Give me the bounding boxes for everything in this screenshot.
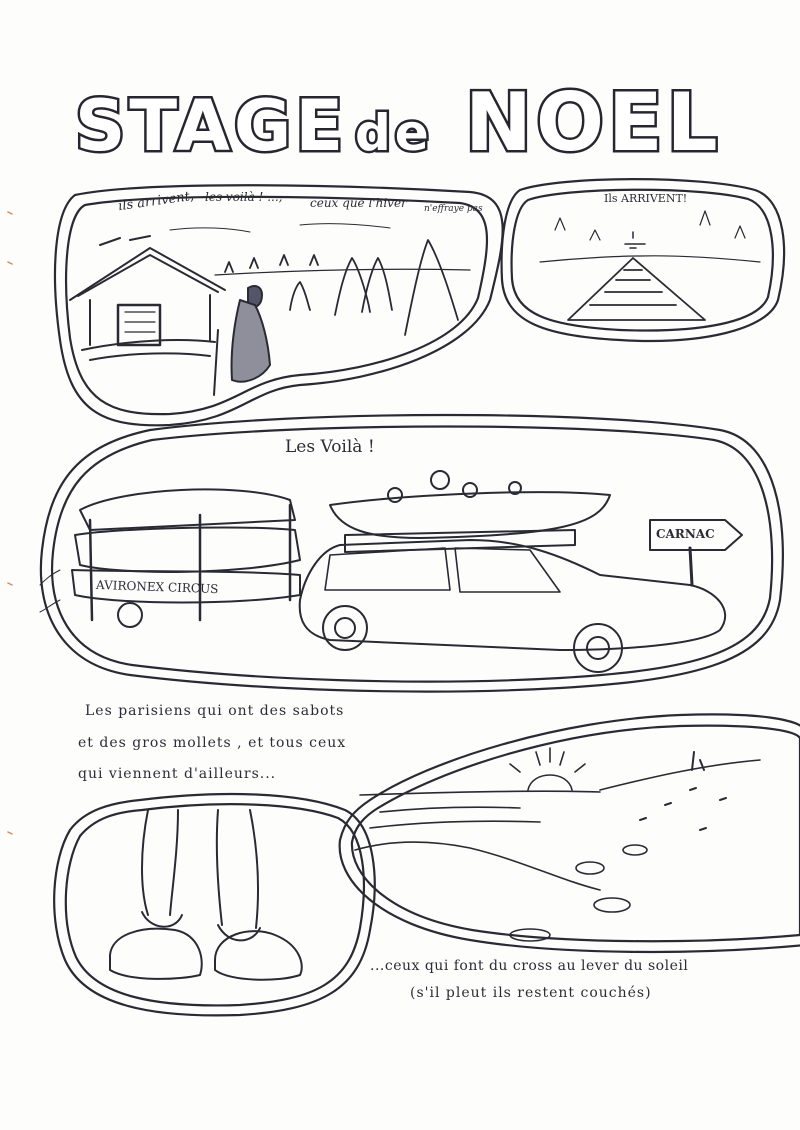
chalet-drawing xyxy=(69,235,226,361)
bottom-caption-line-1: ...ceux qui font du cross au lever du so… xyxy=(370,958,689,974)
hooded-figure xyxy=(213,285,271,396)
panel-1-caption-b: les voilà ! ..., xyxy=(205,190,283,204)
text-line-1: Les parisiens qui ont des sabots xyxy=(85,703,345,719)
text-line-2: et des gros mollets , et tous ceux xyxy=(78,735,347,751)
panel-1-frame xyxy=(53,184,504,427)
snowy-trees xyxy=(169,223,471,336)
margin-marks xyxy=(7,211,13,835)
carnac-sign: CARNAC xyxy=(656,527,715,541)
panel-1-caption-d: n'effraye pas xyxy=(424,204,483,214)
panel-2-frame xyxy=(500,178,786,343)
title-word-de: de xyxy=(355,104,433,162)
bottom-caption-line-2: (s'il pleut ils restent couchés) xyxy=(410,985,652,1001)
beach-scene xyxy=(354,747,761,942)
title-word-noel: NOEL xyxy=(465,78,720,169)
car-and-trailer xyxy=(39,470,743,673)
road-drawing xyxy=(539,210,761,321)
panel-5-frame xyxy=(338,713,800,954)
panel-2-caption: Ils ARRIVENT! xyxy=(604,192,688,205)
title-banner: STAGE de NOEL xyxy=(73,78,721,172)
panel-1-caption-c: ceux que l'hiver xyxy=(310,196,407,210)
panel-3-frame xyxy=(39,413,784,693)
sabot-legs xyxy=(109,809,303,981)
text-line-3: qui viennent d'ailleurs... xyxy=(78,766,277,782)
panel-3-caption: Les Voilà ! xyxy=(285,437,375,457)
title-word-stage: STAGE xyxy=(75,85,347,167)
panel-4-frame xyxy=(53,792,376,1017)
